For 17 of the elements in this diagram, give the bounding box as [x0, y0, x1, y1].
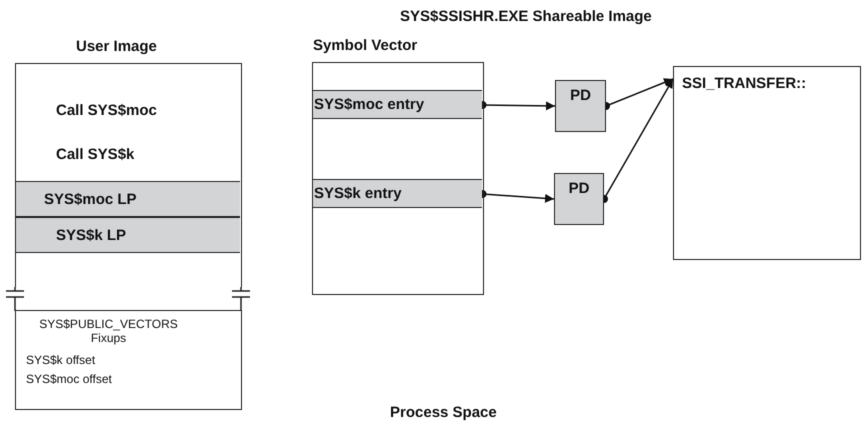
linkage-pair-band: SYS$k LP — [16, 217, 240, 253]
procedure-descriptor-box: PD — [555, 80, 606, 132]
box-heading: User Image — [76, 38, 157, 55]
offset-entry: SYS$k offset — [26, 353, 96, 367]
fixups-box — [15, 310, 242, 410]
procedure-descriptor-box: PD — [554, 173, 604, 225]
diagram-title: SYS$SSISHR.EXE Shareable Image — [400, 8, 652, 25]
transfer-routine-box: SSI_TRANSFER:: — [673, 66, 861, 260]
diagram-caption: Process Space — [390, 404, 497, 421]
vector-entry-band: SYS$moc entry — [313, 90, 482, 119]
fixups-heading: SYS$PUBLIC_VECTORS Fixups — [38, 317, 179, 345]
linkage-pair-band: SYS$moc LP — [16, 181, 240, 217]
box-heading: Symbol Vector — [313, 37, 418, 54]
call-text: Call SYS$k — [56, 146, 134, 163]
call-text: Call SYS$moc — [56, 102, 157, 119]
vector-entry-band: SYS$k entry — [313, 179, 482, 208]
offset-entry: SYS$moc offset — [26, 372, 112, 386]
